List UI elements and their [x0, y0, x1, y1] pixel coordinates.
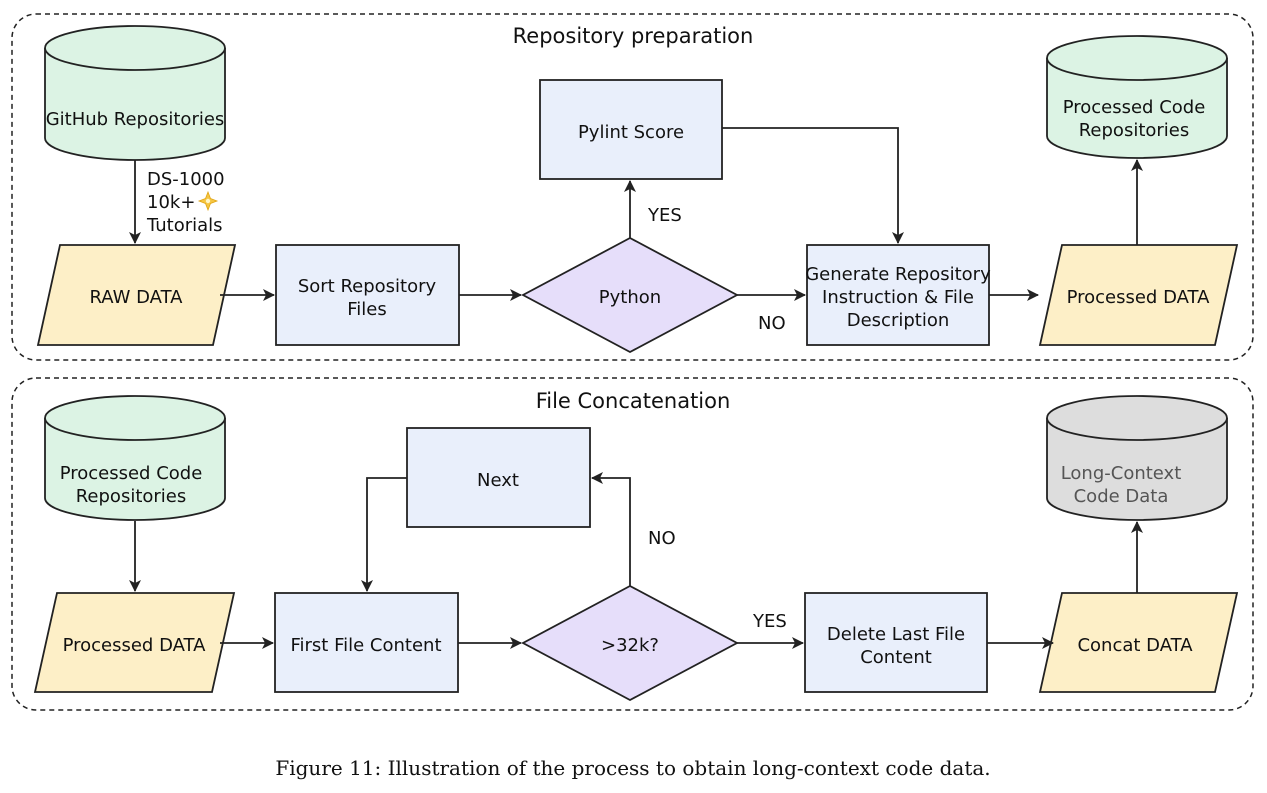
database-processed-code-repositories-bottom: Processed Code Repositories: [44, 395, 226, 521]
pylint-score-label: Pylint Score: [578, 122, 684, 143]
panel-file-concatenation: [11, 377, 1254, 711]
size-check-label: >32k?: [601, 635, 659, 656]
raw-data-label: RAW DATA: [90, 287, 184, 308]
first-file-label: First File Content: [290, 635, 441, 656]
processed-data-node-bottom: [33, 592, 236, 693]
python-decision-node: [521, 236, 739, 354]
edge-label-no-top: NO: [758, 313, 786, 334]
database-long-context-code-data: Long-Context Code Data: [1046, 395, 1228, 521]
size-check-decision-node: [521, 584, 739, 702]
sort-repository-files-node: [275, 244, 460, 346]
first-file-content-node: [274, 592, 459, 693]
database-icon: [44, 418, 226, 521]
source-tutorials: Tutorials: [146, 215, 223, 236]
panel-title-bottom: File Concatenation: [536, 389, 731, 413]
edge-check-to-next: [591, 472, 631, 586]
generate-label-line3: Description: [847, 310, 950, 331]
database-icon: [1046, 418, 1228, 521]
panel-title-top: Repository preparation: [513, 24, 754, 48]
source-ds1000: DS-1000: [147, 169, 225, 190]
next-label: Next: [477, 470, 519, 491]
edge-label-yes-bottom: YES: [752, 611, 787, 632]
long-context-label-line2: Code Data: [1074, 486, 1169, 507]
sparkle-icon: [197, 190, 219, 212]
python-label: Python: [599, 287, 661, 308]
processed-repos-top-line2: Repositories: [1079, 120, 1190, 141]
delete-last-file-node: [804, 592, 988, 693]
processed-data-node-top: [1038, 244, 1239, 346]
database-github-repositories: GitHub Repositories: [44, 25, 226, 161]
github-repositories-label: GitHub Repositories: [46, 109, 225, 130]
database-icon: [1046, 58, 1228, 159]
generate-label-line1: Generate Repository: [805, 264, 991, 285]
processed-data-label-bottom: Processed DATA: [63, 635, 207, 656]
processed-repos-bottom-line2: Repositories: [76, 486, 187, 507]
source-10k: 10k+: [147, 192, 195, 213]
concat-data-node: [1038, 592, 1239, 693]
sort-files-label-line2: Files: [347, 299, 387, 320]
edge-pylint-to-generate: [722, 127, 904, 244]
edge-label-yes-top: YES: [647, 205, 682, 226]
delete-last-label-line1: Delete Last File: [827, 624, 965, 645]
next-node: [406, 427, 591, 528]
pylint-score-node: [539, 79, 723, 180]
processed-repos-bottom-line1: Processed Code: [60, 463, 203, 484]
concat-data-label: Concat DATA: [1077, 635, 1193, 656]
processed-data-label-top: Processed DATA: [1067, 287, 1211, 308]
database-processed-code-repositories-top: Processed Code Repositories: [1046, 35, 1228, 159]
panel-repository-preparation: [11, 13, 1254, 361]
figure-caption: Figure 11: Illustration of the process t…: [275, 756, 990, 780]
processed-repos-top-line1: Processed Code: [1063, 97, 1206, 118]
delete-last-label-line2: Content: [860, 647, 932, 668]
edge-next-to-first: [361, 477, 407, 592]
generate-label-line2: Instruction & File: [822, 287, 974, 308]
long-context-label-line1: Long-Context: [1061, 463, 1182, 484]
sort-files-label-line1: Sort Repository: [298, 276, 437, 297]
edge-label-no-bottom: NO: [648, 528, 676, 549]
raw-data-node: [36, 244, 237, 346]
